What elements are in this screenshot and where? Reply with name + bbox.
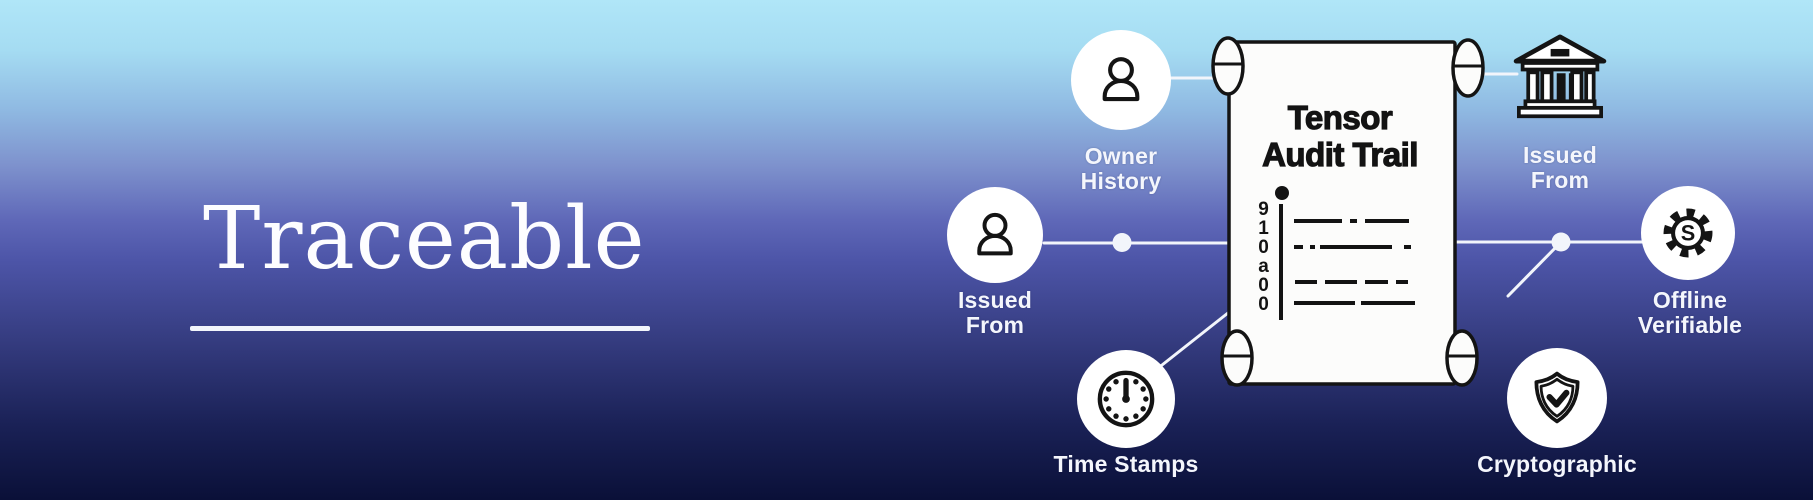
- connector-node-dot-right: [1551, 232, 1571, 252]
- issued-from-bank-label-line2: From: [1530, 167, 1590, 193]
- person-icon: [1102, 57, 1140, 102]
- owner-history-label-line1: Owner: [1084, 143, 1158, 169]
- issued-from-bank-label-line1: Issued: [1522, 142, 1598, 168]
- offline-verifiable-label-line1: Offline: [1652, 287, 1728, 313]
- connector-node-dot-left: [1112, 233, 1132, 252]
- issued-from-person-node: [947, 187, 1043, 283]
- offline-verifiable-node: S: [1641, 186, 1735, 280]
- scroll-roll-bottom-right: [1445, 329, 1479, 387]
- offline-verifiable-label-line2: Verifiable: [1637, 312, 1743, 338]
- clock-icon: [1097, 370, 1155, 428]
- cryptographic-label-line1: Cryptographic: [1477, 451, 1637, 477]
- scroll-bullet: [1275, 186, 1289, 200]
- cryptographic-node: [1507, 348, 1607, 448]
- owner-history-node: [1071, 30, 1171, 130]
- scroll-roll-top-right: [1451, 38, 1485, 98]
- scroll-title: Tensor Audit Trail: [1240, 98, 1440, 173]
- issued-from-person-label-line1: Issued: [957, 287, 1033, 313]
- cryptographic-label: Cryptographic: [1477, 452, 1637, 477]
- gear-letter: S: [1681, 221, 1696, 246]
- issued-from-person-label: Issued From: [958, 288, 1032, 338]
- gear-s-icon: S: [1663, 208, 1713, 258]
- shield-check-icon: [1534, 371, 1580, 424]
- time-stamps-label: Time Stamps: [1054, 452, 1199, 477]
- scroll-paper: [1227, 40, 1457, 386]
- issued-from-person-label-line2: From: [965, 312, 1025, 338]
- hero-title: Traceable: [203, 189, 646, 289]
- offline-verifiable-label: Offline Verifiable: [1638, 288, 1742, 338]
- bank-icon: [1513, 34, 1607, 119]
- time-stamps-label-line1: Time Stamps: [1053, 451, 1199, 477]
- scroll-roll-bottom-left: [1220, 329, 1254, 387]
- hero-underline: [190, 326, 650, 331]
- owner-history-label: Owner History: [1081, 144, 1162, 194]
- owner-history-label-line2: History: [1080, 168, 1162, 194]
- scroll-side-code: 910a00: [1253, 199, 1274, 313]
- issued-from-bank-label: Issued From: [1523, 143, 1597, 193]
- scroll-title-line1: Tensor: [1287, 98, 1393, 136]
- issued-from-bank-node: [1513, 34, 1607, 125]
- scroll-roll-top-left: [1211, 36, 1245, 96]
- scroll-document-icon: [1211, 36, 1485, 387]
- connector-branch-diagonal: [1506, 240, 1563, 298]
- time-stamps-node: [1077, 350, 1175, 448]
- person-icon: [977, 212, 1013, 256]
- scroll-title-line2: Audit Trail: [1261, 135, 1419, 173]
- scroll-entry-lines: [1294, 219, 1415, 305]
